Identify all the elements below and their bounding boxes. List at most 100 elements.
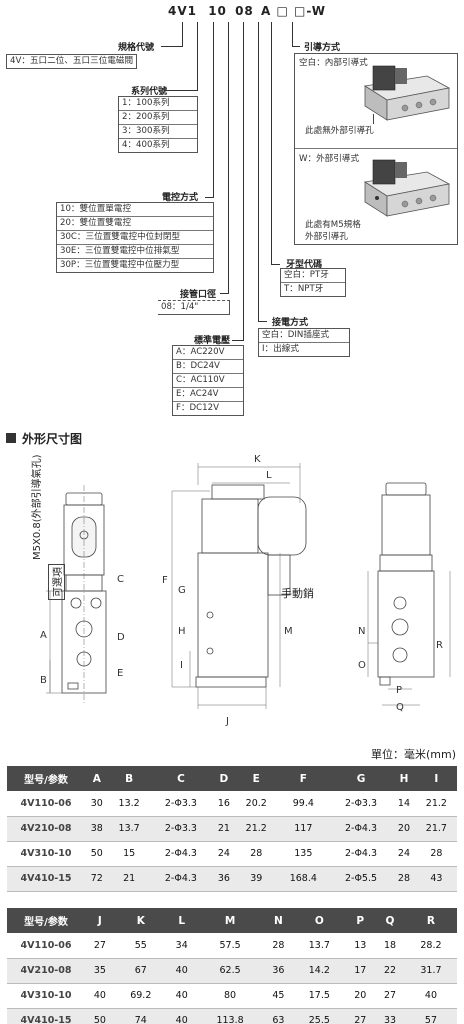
table-header-cell: K — [114, 908, 167, 933]
series-label: 系列代號 — [131, 87, 168, 97]
value-cell: 34 — [166, 933, 197, 959]
voltage-option: F：DC12V — [173, 401, 243, 415]
value-cell: 17.5 — [293, 983, 346, 1009]
control-option: 20：雙位置雙電控 — [57, 216, 213, 230]
value-cell: 30 — [85, 791, 109, 817]
value-cell: 25.5 — [293, 1008, 346, 1024]
table-header-cell: C — [149, 766, 213, 791]
table-header-cell: M — [196, 908, 264, 933]
value-cell: 18 — [375, 933, 405, 959]
value-cell: 27 — [85, 933, 115, 959]
wiring-option: 空白：DIN插座式 — [262, 330, 330, 340]
value-cell: 28.2 — [404, 933, 457, 959]
table-header-cell: F — [276, 766, 330, 791]
voltage-option: C：AC110V — [173, 373, 243, 387]
value-cell: 2-Φ4.3 — [149, 841, 213, 867]
value-cell: 33 — [375, 1008, 405, 1024]
table-header-row: 型号/参数 A B C D E F G H I — [7, 766, 457, 791]
value-cell: 21.7 — [415, 816, 457, 842]
port-label: 接管口徑 — [180, 290, 217, 300]
value-cell: 40 — [85, 983, 115, 1009]
table-header-cell: N — [263, 908, 294, 933]
code-part-thread: □ — [293, 4, 307, 18]
dim-h: H — [178, 626, 186, 637]
control-option: 10：雙位置單電控 — [60, 204, 132, 214]
value-cell: 72 — [85, 866, 109, 892]
voltage-option: E：AC24V — [173, 387, 243, 401]
value-cell: 28 — [415, 841, 457, 867]
value-cell: 28 — [392, 866, 416, 892]
value-cell: 63 — [263, 1008, 294, 1024]
dim-r: R — [436, 640, 443, 651]
port-option: 08：1/4" — [161, 302, 199, 312]
table-header-cell: 型号/参数 — [7, 766, 85, 791]
value-cell: 57 — [404, 1008, 457, 1024]
port-box: 08：1/4" — [158, 300, 230, 315]
code-part-pilot: -W — [306, 4, 327, 18]
value-cell: 35 — [85, 958, 115, 984]
value-cell: 50 — [85, 1008, 115, 1024]
value-cell: 40 — [166, 983, 197, 1009]
valve-internal-illustration — [363, 65, 451, 121]
table-header-cell: B — [108, 766, 150, 791]
value-cell: 40 — [166, 958, 197, 984]
value-cell: 62.5 — [196, 958, 264, 984]
value-cell: 21 — [108, 866, 150, 892]
value-cell: 22 — [375, 958, 405, 984]
thread-label: 牙型代碼 — [286, 260, 323, 270]
value-cell: 28 — [263, 933, 294, 959]
dim-d: D — [117, 632, 125, 643]
spec-option: 4V：五口二位、五口三位電磁閥 — [10, 56, 134, 66]
value-cell: 2-Φ4.3 — [149, 866, 213, 892]
pilot-external-note-2: 外部引導孔 — [305, 232, 348, 242]
control-option: 30P：三位置雙電控中位壓力型 — [57, 258, 213, 272]
dim-p: P — [396, 685, 403, 696]
external-pilot-note-text: M5X0.8(外部引導氣孔) — [32, 454, 43, 560]
table-header-cell: G — [329, 766, 393, 791]
value-cell: 40 — [404, 983, 457, 1009]
front-view-drawing — [171, 463, 307, 709]
control-label: 電控方式 — [162, 193, 199, 203]
value-cell: 13.7 — [108, 816, 150, 842]
value-cell: 21.2 — [415, 791, 457, 817]
code-part-series: 4V1 — [168, 4, 197, 18]
dimension-title: 外形尺寸图 — [22, 432, 83, 446]
table-header-cell: O — [293, 908, 346, 933]
value-cell: 17 — [345, 958, 376, 984]
table-header-cell: H — [392, 766, 416, 791]
value-cell: 2-Φ3.3 — [149, 816, 213, 842]
value-cell: 2-Φ5.5 — [329, 866, 393, 892]
value-cell: 57.5 — [196, 933, 264, 959]
control-option: 30C：三位置雙電控中位封閉型 — [57, 230, 213, 244]
value-cell: 13.7 — [293, 933, 346, 959]
value-cell: 45 — [263, 983, 294, 1009]
value-cell: 20 — [392, 816, 416, 842]
value-cell: 2-Φ4.3 — [329, 816, 393, 842]
model-cell: 4V210-08 — [7, 816, 85, 842]
series-option: 1：100系列 — [122, 98, 170, 108]
value-cell: 27 — [345, 1008, 376, 1024]
table-header-cell: R — [404, 908, 457, 933]
table-header-cell: Q — [375, 908, 405, 933]
value-cell: 20.2 — [235, 791, 277, 817]
value-cell: 21 — [212, 816, 236, 842]
section-bullet-icon — [6, 433, 16, 443]
value-cell: 38 — [85, 816, 109, 842]
dim-m: M — [284, 626, 293, 637]
value-cell: 27 — [375, 983, 405, 1009]
thread-option: 空白：PT牙 — [284, 270, 329, 280]
thread-box: 空白：PT牙 T：NPT牙 — [280, 268, 346, 297]
model-cell: 4V410-15 — [7, 1008, 85, 1024]
dim-a: A — [40, 630, 47, 641]
value-cell: 99.4 — [276, 791, 330, 817]
table-header-cell: A — [85, 766, 109, 791]
value-cell: 50 — [85, 841, 109, 867]
value-cell: 168.4 — [276, 866, 330, 892]
